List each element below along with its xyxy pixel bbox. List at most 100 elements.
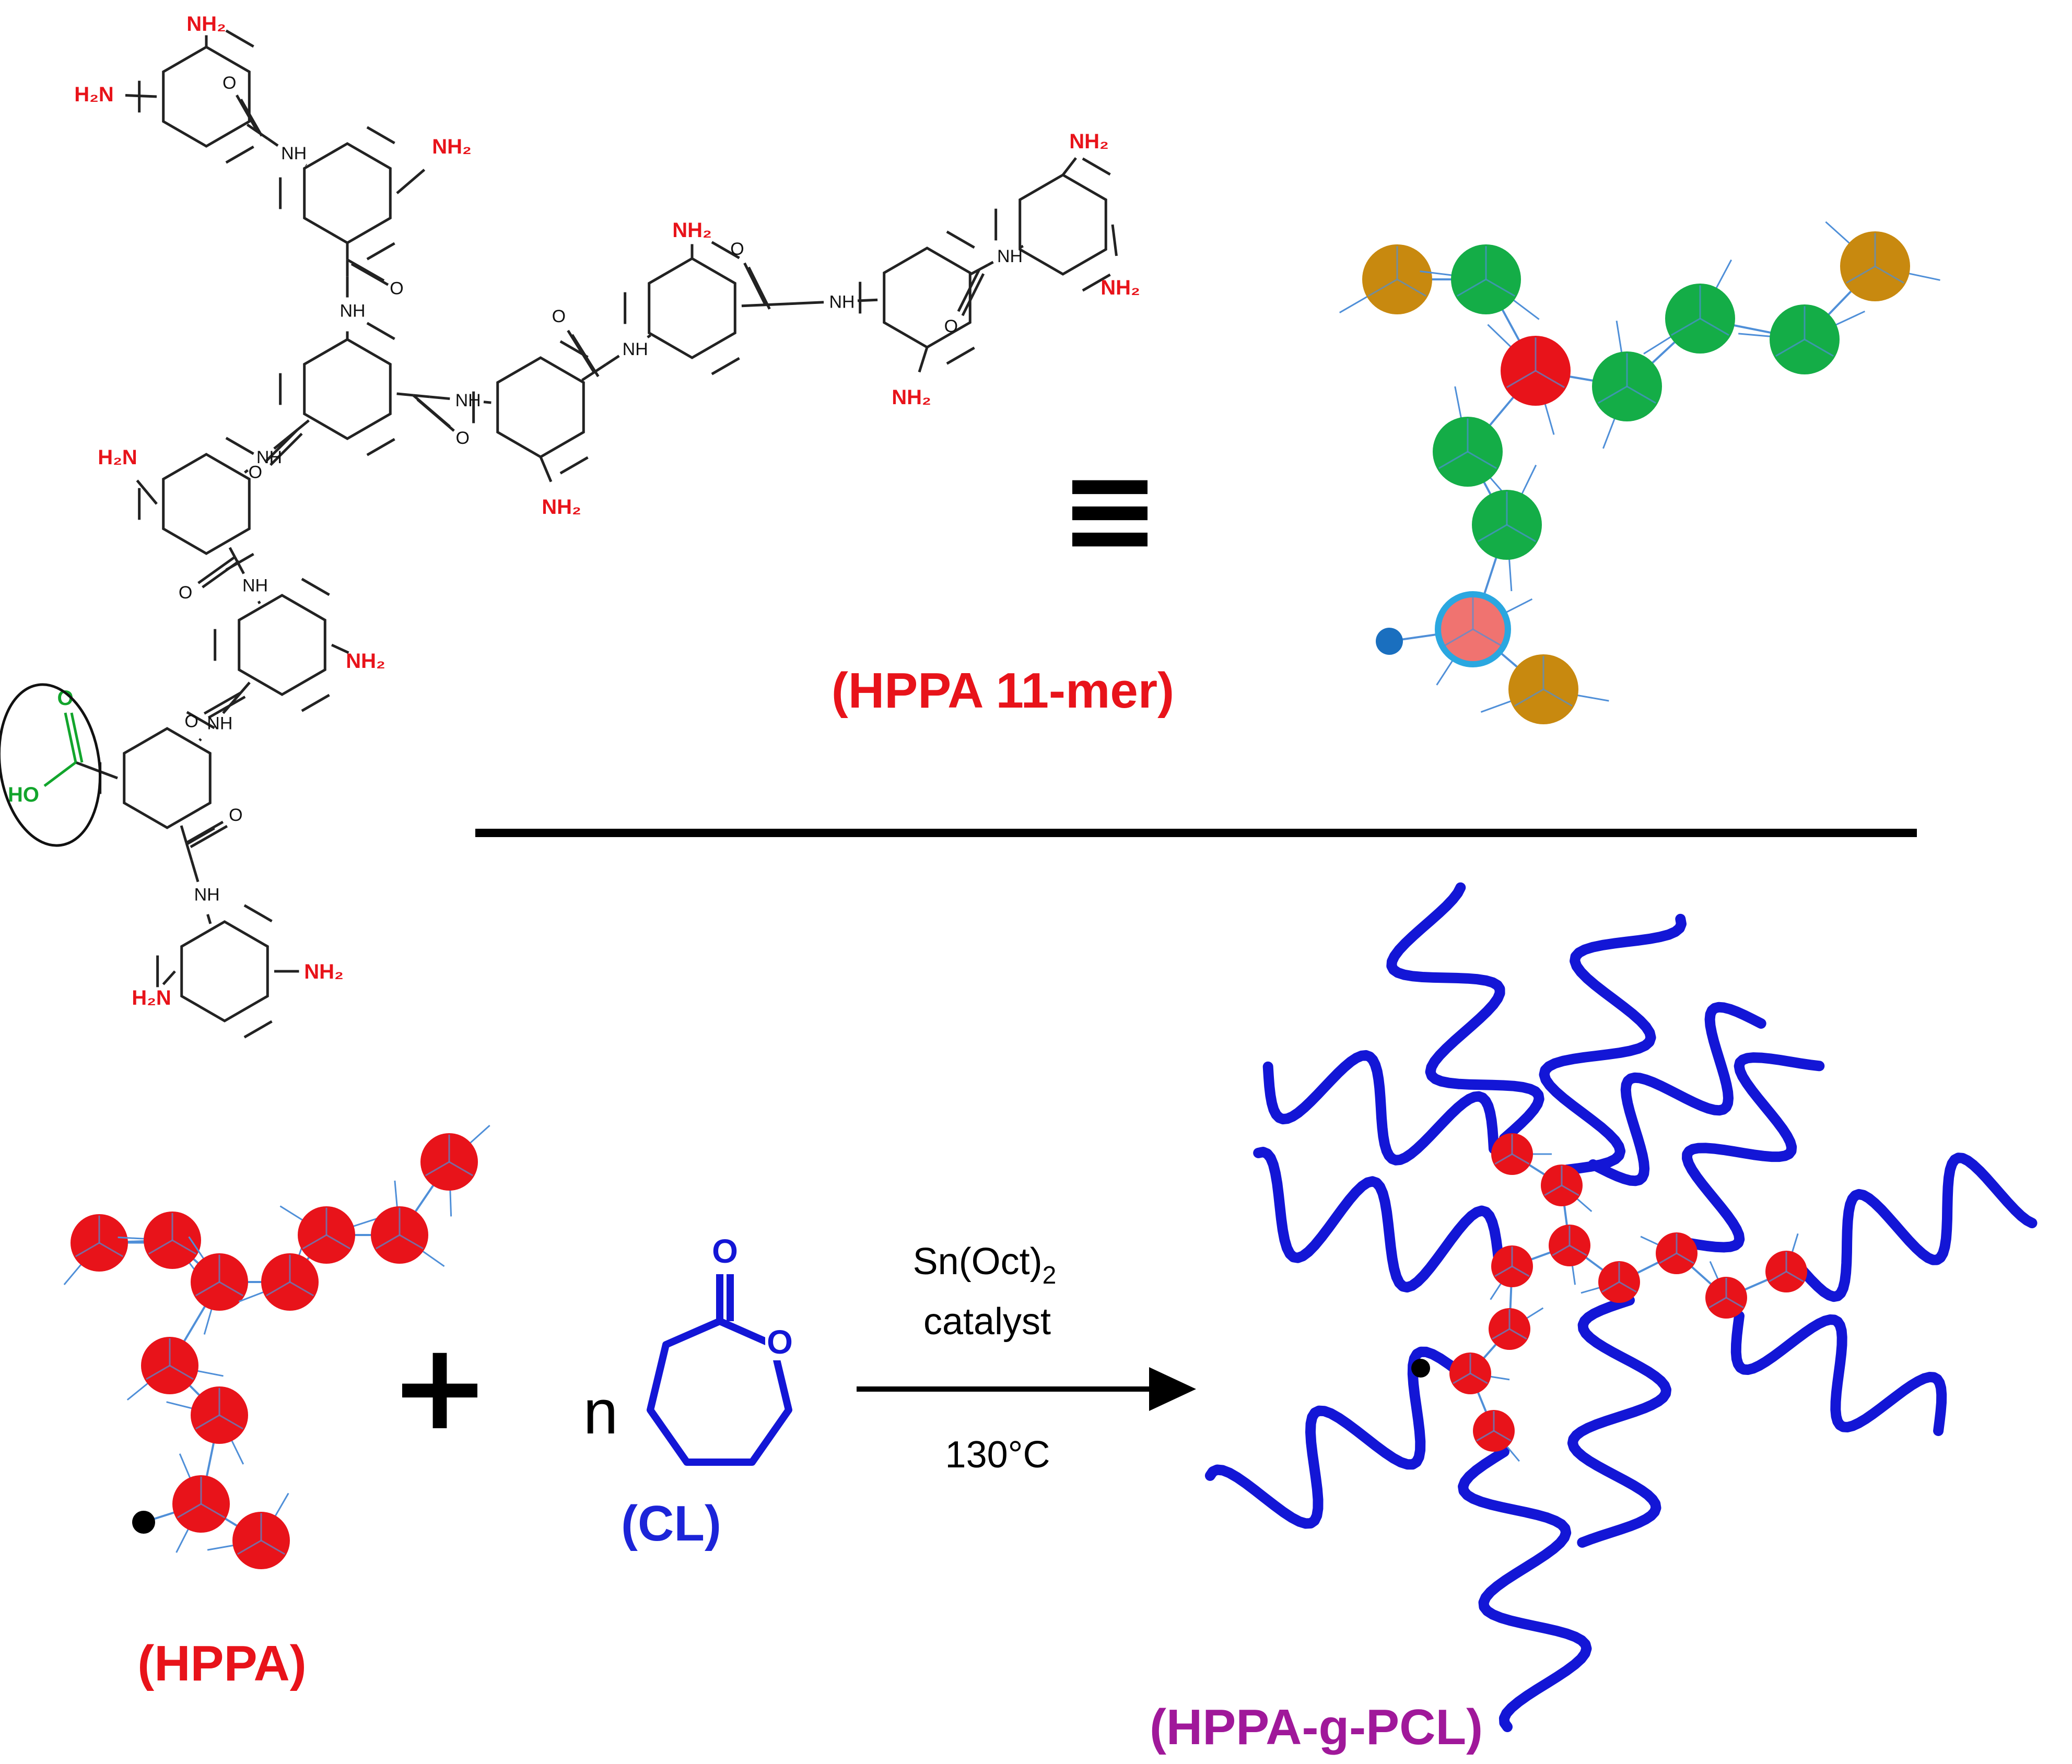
- bond: [222, 702, 233, 714]
- unit-inner-line: [425, 1161, 450, 1177]
- bond: [190, 860, 200, 883]
- unit-inner-line: [237, 1539, 262, 1555]
- bond: [350, 263, 389, 286]
- bond: [978, 264, 989, 271]
- hppa-11mer-title: (HPPA 11-mer): [832, 663, 1174, 719]
- carbonyl-oxygen: O: [712, 1232, 738, 1270]
- pcl-chain: [1262, 1050, 1499, 1166]
- bond: [346, 258, 385, 282]
- pcl-chain: [1204, 1346, 1473, 1529]
- bond: [747, 266, 771, 310]
- unit-inner-line: [1804, 338, 1834, 357]
- unit-inner-line: [99, 1242, 123, 1257]
- carbonyl-oxygen: O: [730, 239, 744, 259]
- unit-inner-line: [1470, 1372, 1488, 1384]
- repeat-unit: [1339, 244, 1464, 314]
- bond: [396, 169, 426, 194]
- bond: [228, 547, 236, 558]
- bond: [961, 273, 985, 316]
- repeat-unit: [1435, 591, 1533, 686]
- unit-inner-line: [1601, 1281, 1620, 1293]
- bond: [270, 432, 303, 466]
- benzene-ring: [472, 340, 589, 475]
- unit-inner-line: [1676, 1252, 1694, 1264]
- unit-inner-line: [1726, 1297, 1744, 1309]
- bond: [647, 334, 651, 338]
- bond: [136, 479, 158, 505]
- unit-inner-line: [177, 1503, 202, 1519]
- carbonyl-oxygen: O: [552, 307, 566, 326]
- repeat-unit: [166, 1386, 248, 1465]
- bond: [416, 398, 455, 432]
- unit-inner-line: [1875, 265, 1904, 284]
- repeat-unit: [238, 1230, 319, 1311]
- unit-inner-line: [1368, 278, 1398, 297]
- cl-label: (CL): [621, 1496, 721, 1551]
- acid-bond: [64, 712, 77, 763]
- bond: [1062, 157, 1077, 176]
- caprolactone-ring: O O: [647, 1232, 797, 1466]
- benzene-ring: [214, 578, 330, 712]
- bond: [162, 970, 176, 985]
- unit-inner-line: [1478, 524, 1507, 543]
- repeat-unit: [371, 1180, 445, 1267]
- bond: [265, 428, 299, 462]
- amide-nh: NH: [256, 448, 282, 467]
- pcl-chain: [1386, 882, 1544, 1144]
- unit-inner-line: [1494, 1153, 1513, 1165]
- repeat-unit: [1472, 464, 1542, 592]
- unit-inner-line: [1493, 1430, 1512, 1442]
- unit-inner-line: [75, 1242, 100, 1257]
- unit-inner-line: [172, 1239, 196, 1255]
- pcl-chain: [1253, 1147, 1504, 1293]
- repeat-unit: [1549, 1225, 1590, 1285]
- bond: [202, 560, 240, 589]
- repeat-unit: [1491, 1133, 1552, 1175]
- product-label: (HPPA-g-PCL): [1150, 1699, 1483, 1755]
- amine-group: NH₂: [892, 386, 931, 409]
- unit-inner-line: [1598, 385, 1628, 404]
- bond: [257, 601, 261, 604]
- amine-group: H₂N: [98, 446, 137, 469]
- bond: [185, 842, 193, 861]
- unit-inner-line: [146, 1365, 170, 1380]
- unit-inner-line: [1485, 278, 1515, 297]
- repeat-unit: [1705, 1261, 1747, 1319]
- ring-oxygen: O: [767, 1323, 793, 1361]
- hppa-g-pcl-product: [1204, 882, 2038, 1732]
- bond: [1019, 244, 1024, 250]
- amine-group: H₂N: [74, 83, 114, 106]
- benzene-ring: [624, 241, 740, 375]
- focal-point-dot: [1376, 628, 1403, 655]
- repeat-unit: [1489, 1307, 1544, 1350]
- amine-group: NH₂: [542, 496, 581, 519]
- unit-inner-line: [1535, 370, 1565, 389]
- repeat-unit: [1581, 1261, 1640, 1303]
- amide-nh: NH: [455, 391, 481, 410]
- unit-inner-line: [1512, 1265, 1530, 1277]
- bond: [789, 301, 824, 305]
- unit-inner-line: [302, 1234, 327, 1250]
- bond: [273, 438, 287, 450]
- bond: [198, 738, 202, 742]
- acid-hydroxyl: HO: [8, 783, 39, 806]
- unit-inner-line: [266, 1281, 290, 1297]
- bond: [203, 691, 242, 715]
- repeat-unit: [1640, 1232, 1698, 1274]
- repeat-unit: [63, 1214, 154, 1286]
- unit-inner-line: [261, 1539, 285, 1555]
- unit-inner-line: [1700, 317, 1729, 336]
- carbonyl-oxygen: O: [455, 428, 469, 448]
- unit-inner-line: [1786, 1271, 1804, 1283]
- bond: [305, 163, 308, 167]
- pcl-chain: [1730, 1311, 1947, 1436]
- bond: [180, 825, 188, 843]
- pcl-chain: [1458, 1447, 1592, 1732]
- bond: [125, 94, 157, 98]
- unit-inner-line: [449, 1161, 473, 1177]
- acid-bond: [43, 761, 77, 787]
- repeat-unit: [1433, 386, 1512, 503]
- bond: [240, 681, 251, 694]
- unit-inner-line: [1544, 1184, 1562, 1196]
